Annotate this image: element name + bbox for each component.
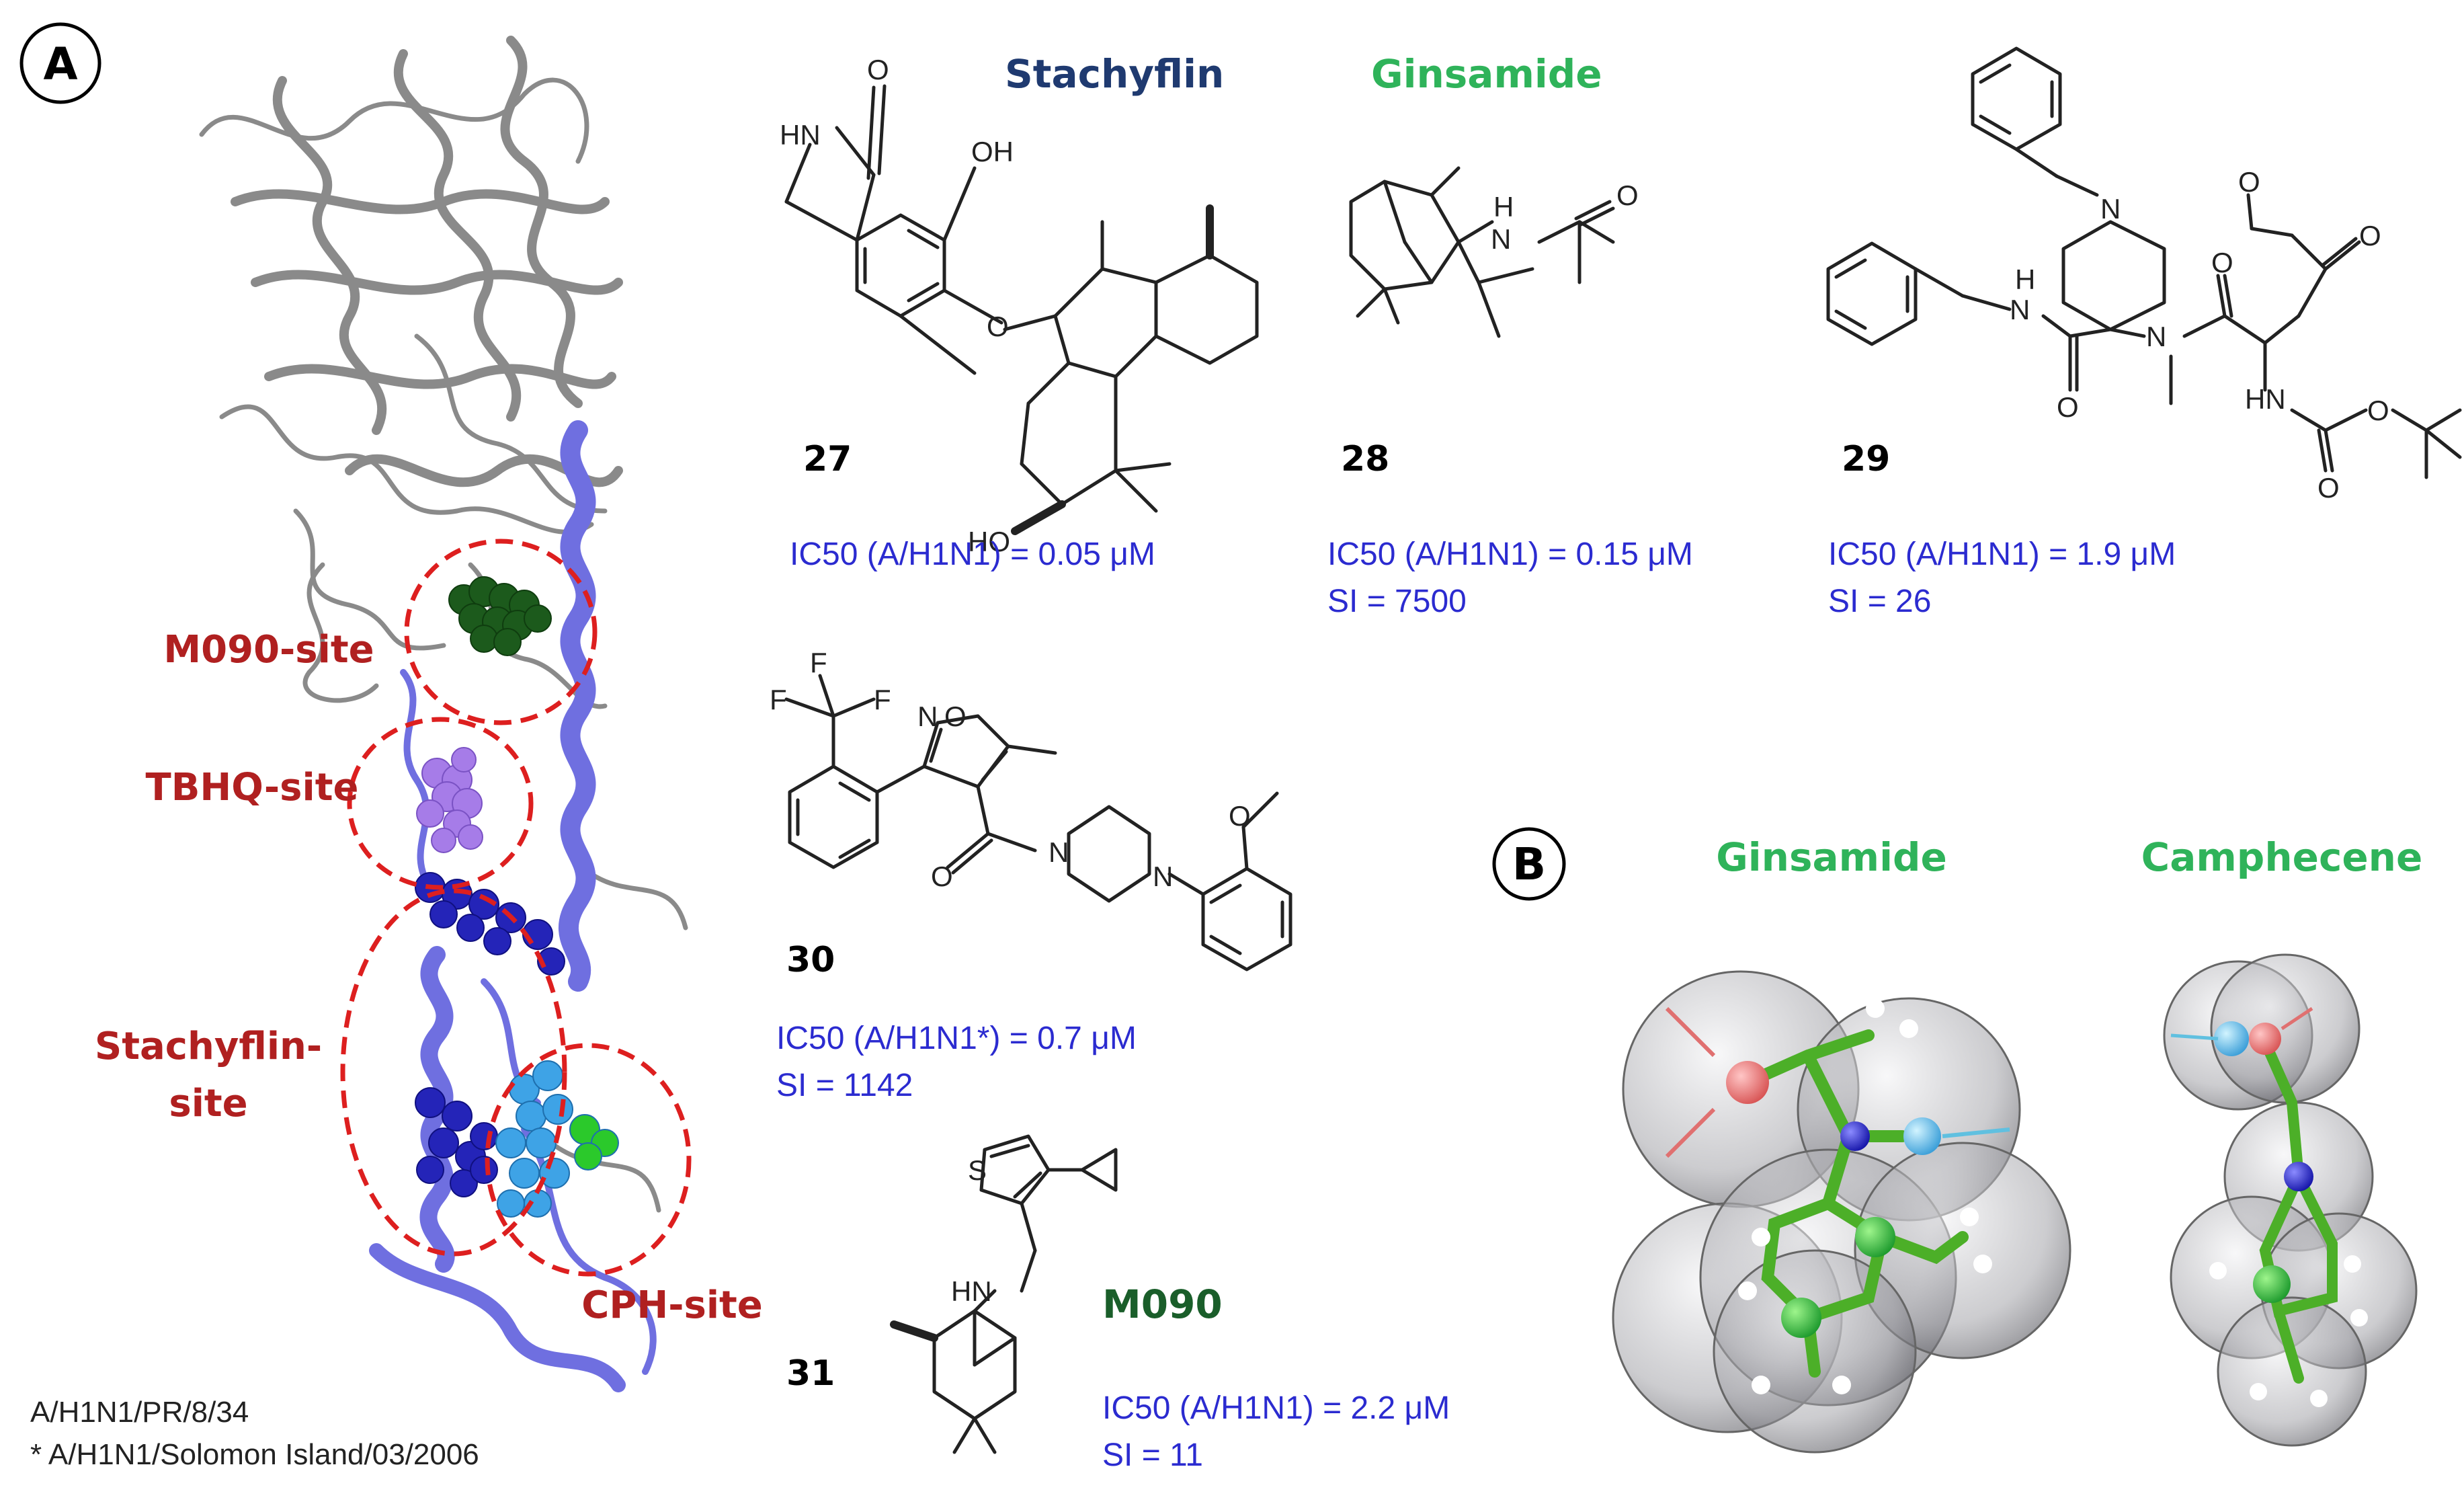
- svg-text:N: N: [2010, 294, 2030, 325]
- footnote-strain: A/H1N1/PR/8/34: [30, 1396, 249, 1429]
- compound-28-structure: N H O: [1349, 166, 1639, 338]
- model-right-name: Camphecene: [2141, 834, 2423, 880]
- protein-structure: [199, 36, 692, 1392]
- svg-text:O: O: [2367, 395, 2389, 426]
- cph-ligand: [495, 1060, 619, 1218]
- svg-text:O: O: [944, 701, 967, 732]
- stachyflin-site-circle: [340, 888, 567, 1257]
- svg-text:N: N: [2146, 321, 2166, 352]
- compound-27-structure: HN O OH O HO: [780, 54, 1259, 557]
- svg-text:O: O: [931, 861, 953, 892]
- compound-31-activity: IC50 (A/H1N1) = 2.2 μM: [1102, 1390, 1450, 1426]
- svg-text:O: O: [2057, 391, 2079, 423]
- m090-site-circle: [404, 539, 598, 725]
- compound-27-activity: IC50 (A/H1N1) = 0.05 μM: [790, 537, 1155, 572]
- m090-ligand: [448, 576, 552, 656]
- cph-site-circle: [485, 1043, 692, 1277]
- compound-28-number: 28: [1341, 439, 1389, 479]
- compound-29-si: SI = 26: [1828, 584, 1931, 619]
- panel-b-badge-icon: B: [1492, 827, 1566, 901]
- compound-28-si: SI = 7500: [1327, 584, 1467, 619]
- svg-text:O: O: [987, 311, 1009, 342]
- stachyflin-ligand: [415, 872, 565, 1197]
- panel-a-label: A: [43, 38, 77, 90]
- compound-31-name: M090: [1102, 1281, 1223, 1327]
- svg-text:OH: OH: [971, 136, 1014, 167]
- svg-text:N: N: [917, 701, 938, 732]
- compound-29-structure: N N H O N O HN O O O O: [1826, 46, 2462, 504]
- svg-text:HN: HN: [2245, 383, 2286, 415]
- svg-text:H: H: [1493, 191, 1514, 223]
- m090-site-label: M090-site: [163, 628, 374, 672]
- svg-text:O: O: [2238, 166, 2260, 198]
- compound-27-number: 27: [803, 439, 852, 479]
- model-left-name: Ginsamide: [1716, 834, 1947, 880]
- panel-a-badge-icon: A: [19, 22, 101, 104]
- svg-text:N: N: [2100, 193, 2121, 225]
- svg-text:O: O: [2317, 472, 2340, 504]
- svg-text:F: F: [874, 684, 891, 715]
- panel-b-label: B: [1512, 838, 1546, 890]
- svg-text:F: F: [770, 684, 787, 715]
- stachyflin-site-label-line2: site: [169, 1082, 247, 1125]
- svg-text:F: F: [810, 647, 827, 678]
- tbhq-site-label: TBHQ-site: [146, 766, 359, 809]
- svg-text:O: O: [1229, 800, 1251, 832]
- svg-text:N: N: [1153, 861, 1173, 892]
- svg-text:N: N: [1491, 223, 1511, 255]
- ginsamide-pharmacophore-model: [1612, 970, 2071, 1454]
- compound-30-activity: IC50 (A/H1N1*) = 0.7 μM: [776, 1021, 1137, 1056]
- compound-28-activity: IC50 (A/H1N1) = 0.15 μM: [1327, 537, 1693, 572]
- tbhq-site-circle: [347, 717, 534, 890]
- footnote-star-strain: * A/H1N1/Solomon Island/03/2006: [30, 1438, 479, 1471]
- svg-text:HN: HN: [780, 119, 821, 151]
- svg-text:H: H: [2015, 264, 2035, 295]
- svg-text:O: O: [2211, 247, 2233, 278]
- compound-31-si: SI = 11: [1102, 1437, 1203, 1473]
- svg-text:O: O: [1616, 180, 1639, 211]
- compound-30-structure: F F F N O O N N O: [770, 647, 1292, 972]
- svg-text:N: N: [1049, 836, 1069, 868]
- compound-31-structure: S HN: [890, 1134, 1118, 1454]
- protein-head-domain: [231, 36, 623, 487]
- compound-30-si: SI = 1142: [776, 1068, 913, 1103]
- camphecene-pharmacophore-model: [2163, 953, 2418, 1447]
- svg-text:S: S: [968, 1154, 987, 1186]
- cph-site-label: CPH-site: [581, 1283, 763, 1327]
- compound-27-name: Stachyflin: [1005, 51, 1224, 97]
- compound-29-number: 29: [1842, 439, 1890, 479]
- stachyflin-site-label-line1: Stachyflin-: [95, 1025, 322, 1068]
- compound-30-number: 30: [786, 940, 835, 980]
- compound-29-activity: IC50 (A/H1N1) = 1.9 μM: [1828, 537, 2176, 572]
- svg-text:HO: HO: [968, 526, 1010, 557]
- svg-text:O: O: [867, 54, 889, 85]
- svg-text:O: O: [2359, 220, 2381, 251]
- compound-31-number: 31: [786, 1353, 835, 1394]
- svg-text:HN: HN: [951, 1275, 992, 1307]
- compound-28-name: Ginsamide: [1371, 51, 1602, 97]
- tbhq-ligand: [416, 747, 483, 853]
